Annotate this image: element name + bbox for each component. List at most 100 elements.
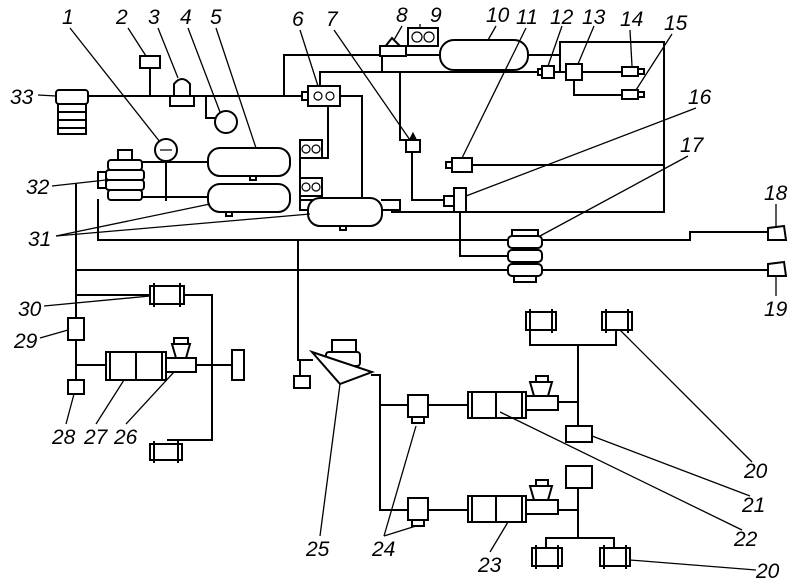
component-labels: 1 2 3 4 5 6 7 8 9 10 11 12 13 14 15 16 1… [10,4,788,582]
cylinder-27 [105,351,167,381]
connector-14 [621,66,645,77]
pipe-3-to-4 [205,95,219,119]
coupling-18 [767,224,788,241]
label-28: 28 [51,426,76,449]
label-14: 14 [620,8,643,31]
receiver-31b [307,197,383,231]
pipe-16-down [459,211,509,257]
label-30: 30 [18,298,42,321]
label-29: 29 [13,330,38,353]
components [55,27,788,569]
pipe-31b-right [381,199,401,211]
gauge-4 [214,110,238,134]
label-10: 10 [486,4,510,27]
pipe-lower-31 [97,199,509,241]
label-6: 6 [292,8,304,31]
valve-right-mid [565,465,593,489]
label-16: 16 [688,86,712,109]
connector-15 [621,89,645,100]
pipe-13-15 [573,79,623,96]
valve-25-side [293,375,311,389]
valve-24a [407,394,429,424]
label-12: 12 [550,6,574,29]
pipe-20-bottom-r [577,537,615,549]
label-31: 31 [28,228,51,251]
pipe-25-down [379,404,409,511]
label-27: 27 [83,426,109,449]
label-5: 5 [210,6,222,29]
label-17: 17 [680,134,705,157]
pipe-6-top [319,71,401,85]
coupling-19 [767,260,788,277]
label-32: 32 [26,176,50,199]
unit-32 [97,149,145,201]
pipe-20-bottom [545,509,579,549]
twin-valve-upper [299,139,323,159]
pipe-7 [399,71,413,141]
label-33: 33 [10,86,34,109]
label-7: 7 [326,8,339,31]
label-4: 4 [180,6,192,29]
valve-block-17 [507,229,543,283]
cylinder-23 [467,479,559,523]
label-21: 21 [741,494,765,517]
pipe-16-line [411,149,445,201]
label-24: 24 [371,538,395,561]
valve-8 [379,36,407,57]
chamber-30 [149,283,185,307]
label-25: 25 [305,538,330,561]
distributor-6 [301,85,341,107]
chamber-left-bottom [149,441,183,463]
valve-25 [308,339,375,386]
valve-13 [565,63,583,81]
valve-7 [405,131,421,153]
chamber-20-lower-right [599,545,631,569]
pipe-right-loop [391,41,665,213]
valve-11 [445,157,473,173]
label-19: 19 [764,298,788,321]
chamber-20-upper-right [601,309,633,333]
receiver-31a [207,183,291,217]
leader-lines [37,24,777,571]
label-8: 8 [396,4,408,27]
label-1: 1 [62,6,74,29]
pipe-30-right [167,294,213,441]
gauge-1 [154,138,178,162]
label-15: 15 [664,12,688,35]
valve-29 [67,317,85,341]
valve-26 [165,337,197,373]
receiver-5 [207,147,291,181]
pipe-17-right [537,231,769,241]
cylinder-22 [467,375,559,419]
label-3: 3 [148,6,160,29]
compressor-33 [55,89,89,135]
twin-valve-lower [299,177,323,197]
valve-24b [407,497,429,527]
valve-2 [139,55,161,69]
pipe-down-to-25 [297,239,313,361]
pipe-23-out [557,487,579,511]
label-26: 26 [113,426,138,449]
twin-valve-9 [407,27,439,47]
label-18: 18 [764,182,788,205]
chamber-20-upper-left [525,309,557,333]
label-13: 13 [582,6,606,29]
label-20-lower: 20 [755,560,780,582]
pipe-receivers-join [299,157,309,211]
valve-12 [537,65,555,79]
pipe-25-right [371,374,409,406]
label-22: 22 [733,528,758,551]
tee-16 [443,187,467,213]
chamber-20-lower-left [531,545,563,569]
valve-21 [565,425,593,443]
receiver-10 [439,39,529,71]
label-20-upper: 20 [743,460,768,483]
valve-28 [67,379,85,395]
label-2: 2 [115,6,128,29]
regulator-3 [169,78,195,107]
pipelines [75,41,769,549]
label-11: 11 [516,6,538,29]
pipe-20-top [577,329,617,346]
label-23: 23 [477,554,502,577]
